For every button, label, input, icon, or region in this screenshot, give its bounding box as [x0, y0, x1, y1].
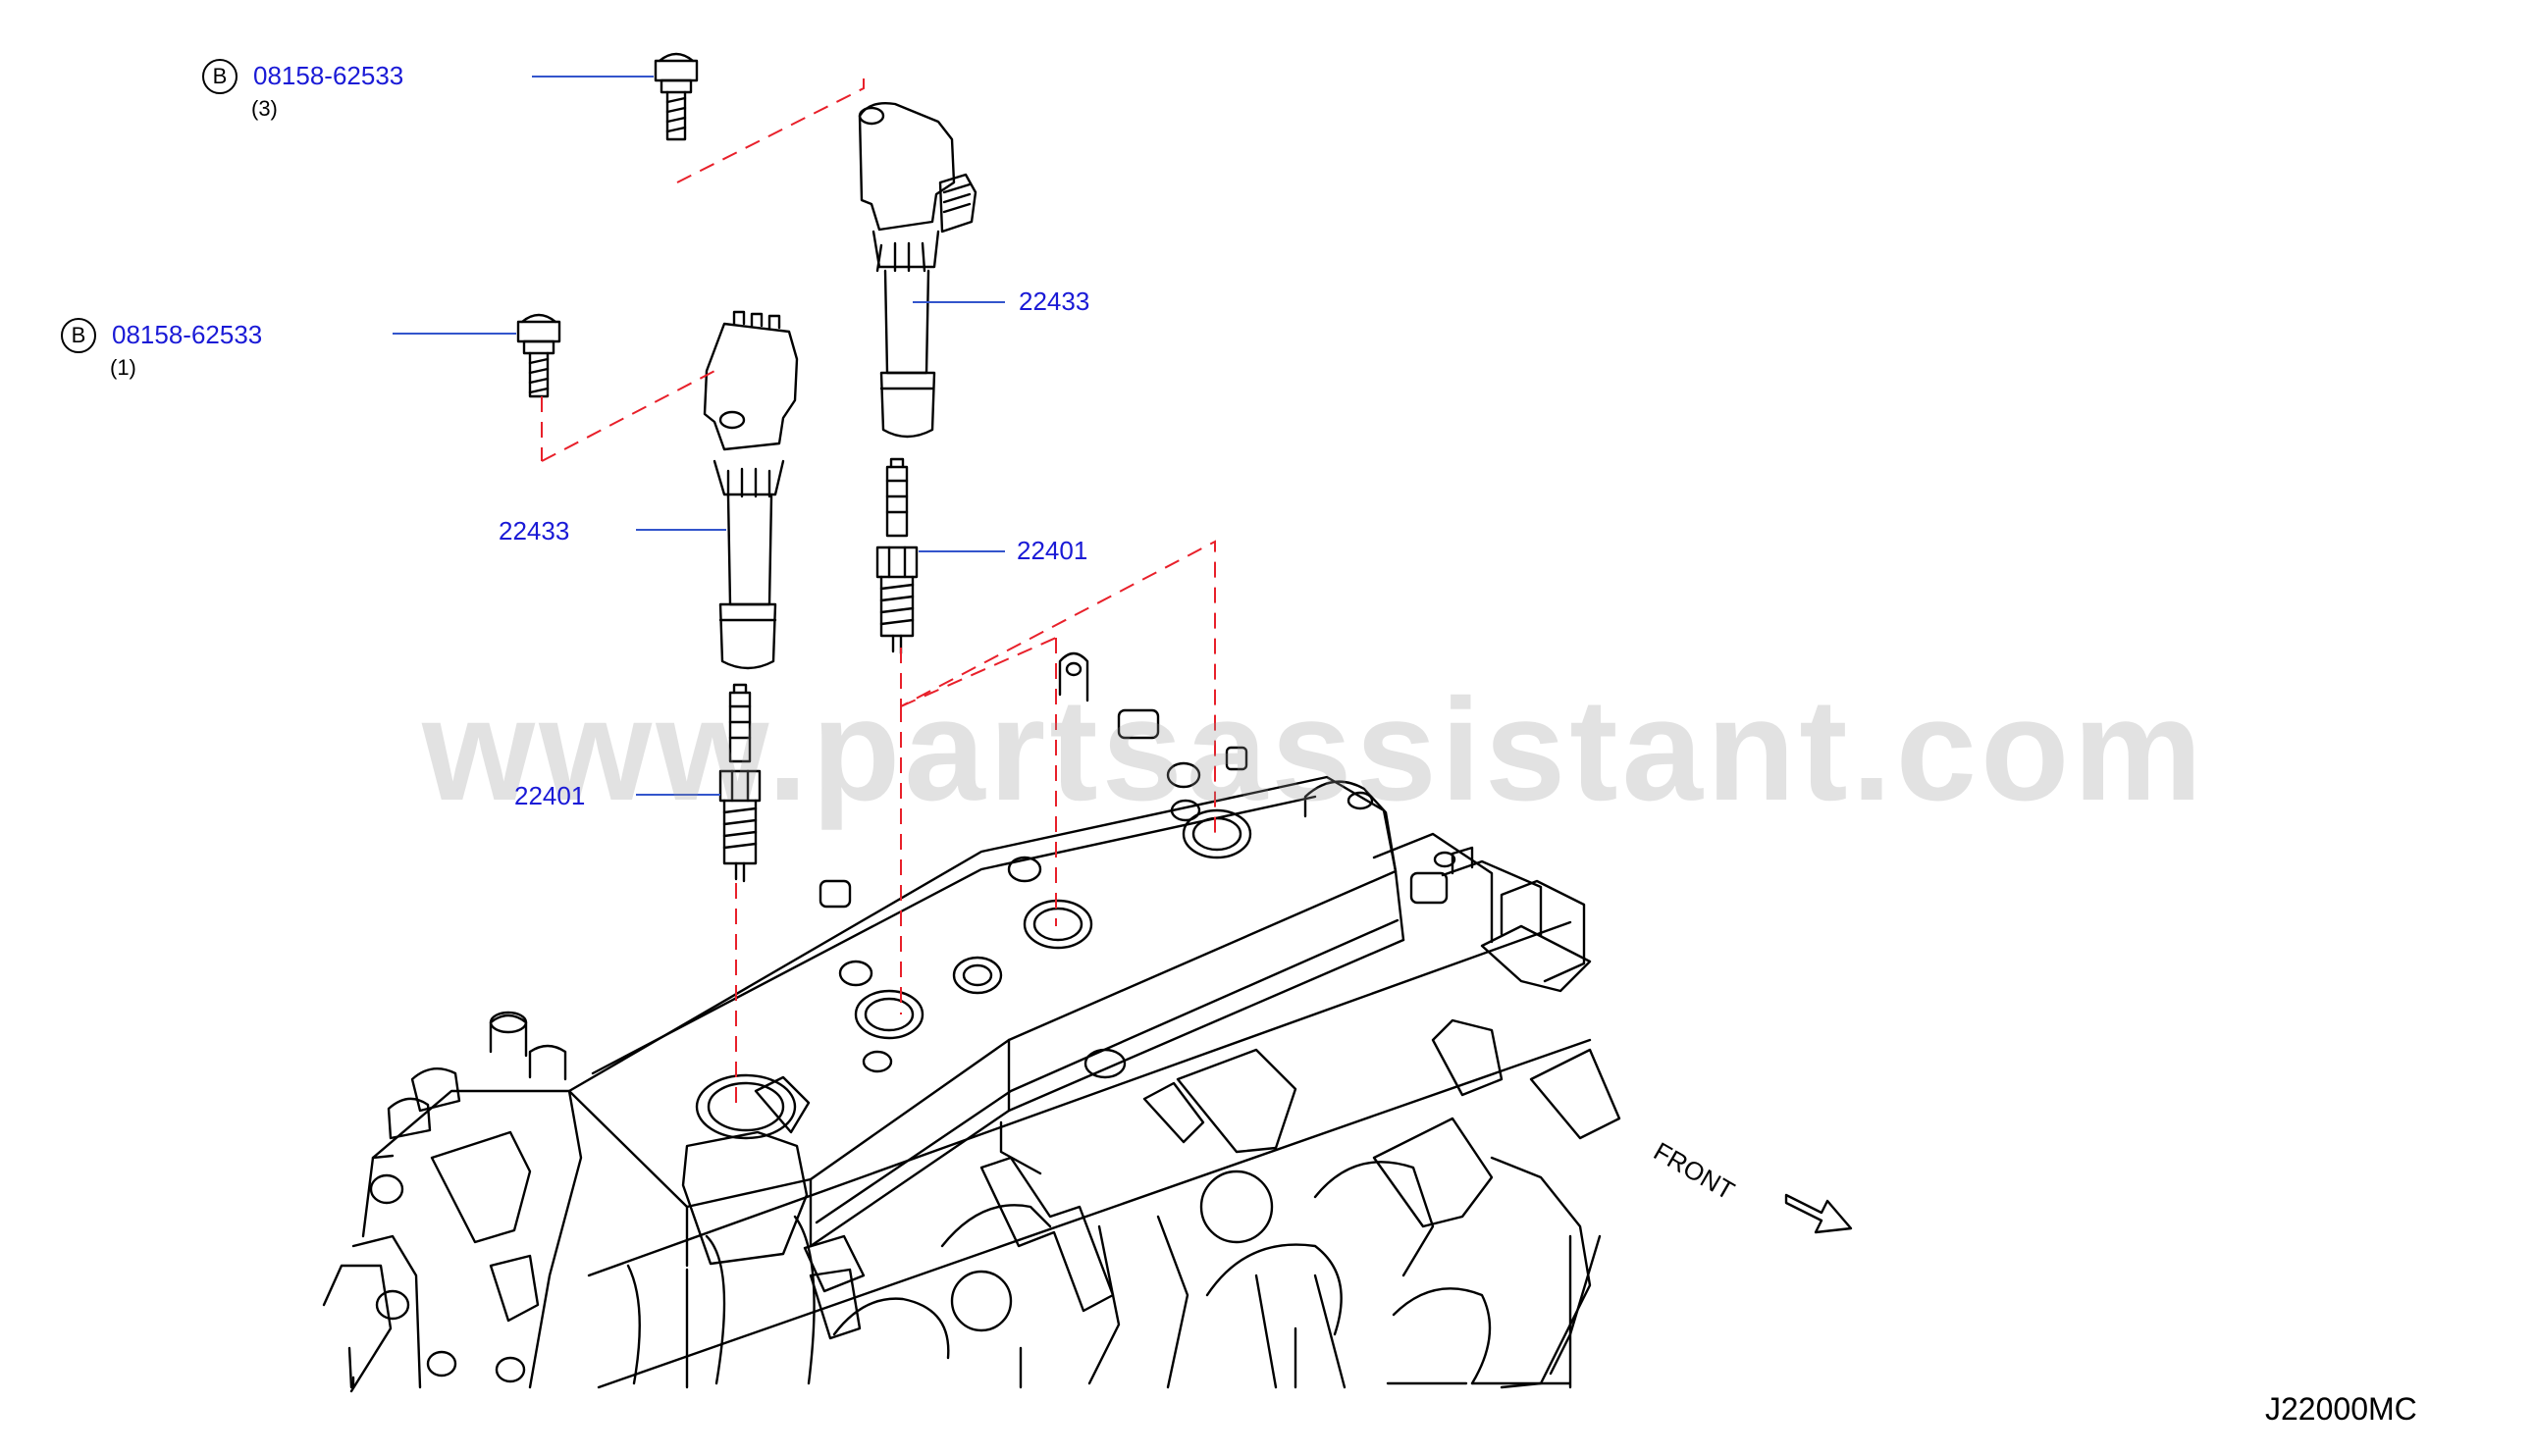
plug-left-part-number[interactable]: 22401	[514, 781, 586, 810]
plug-right-part-number[interactable]: 22401	[1017, 536, 1088, 565]
front-arrow-icon	[1784, 1193, 1853, 1234]
bolt-upper-drawing	[654, 52, 699, 141]
diagram-code: J22000MC	[2265, 1391, 2417, 1427]
watermark: www.partsassistant.com	[422, 669, 2206, 831]
ignition-coil-left-drawing	[703, 310, 799, 670]
spark-plug-left-drawing	[718, 683, 762, 883]
bolt-upper-marker: B	[202, 59, 238, 94]
bolt-lower-qty: (1)	[110, 355, 136, 380]
engine-cylinder-head-drawing	[322, 651, 1621, 1393]
bolt-lower-marker: B	[61, 318, 96, 353]
spark-plug-right-drawing	[875, 457, 919, 655]
coil-left-part-number[interactable]: 22433	[499, 516, 570, 546]
assembly-dashed-lines	[541, 78, 1216, 1107]
ignition-coil-right-drawing	[858, 102, 977, 439]
bolt-upper-part-number[interactable]: 08158-62533	[253, 61, 404, 90]
bolt-lower-drawing	[516, 313, 561, 398]
coil-right-part-number[interactable]: 22433	[1019, 286, 1090, 316]
bolt-upper-qty: (3)	[251, 96, 278, 121]
bolt-lower-part-number[interactable]: 08158-62533	[112, 320, 263, 349]
leader-lines	[393, 76, 1005, 796]
